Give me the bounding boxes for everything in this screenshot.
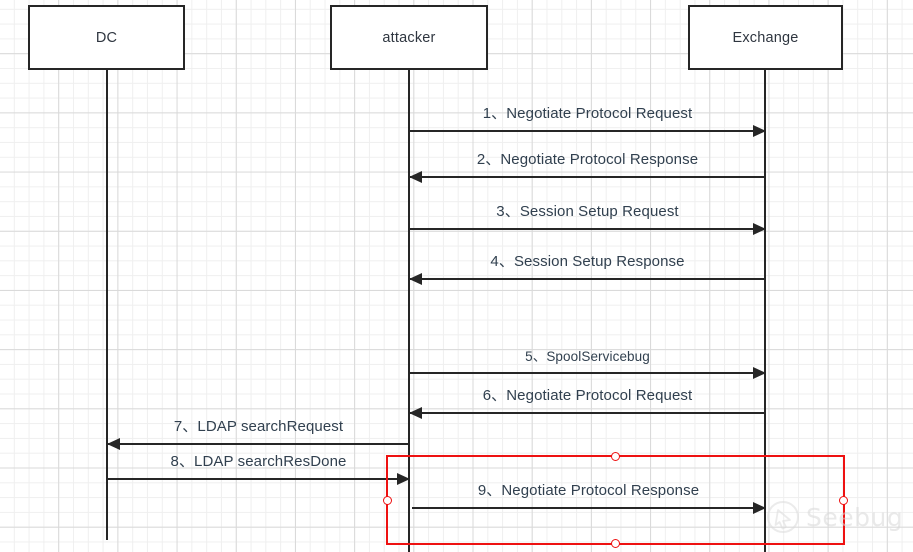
selection-rectangle[interactable]: [383, 452, 848, 548]
message-line: [410, 228, 765, 230]
message-label-8: 8、LDAP searchResDone: [170, 453, 347, 470]
message-label-1: 1、Negotiate Protocol Request: [482, 105, 693, 122]
message-label-2: 2、Negotiate Protocol Response: [476, 151, 699, 168]
lifeline-exchange: [764, 70, 766, 552]
selection-handle-bottom[interactable]: [611, 539, 620, 548]
message-label-4: 4、Session Setup Response: [490, 253, 685, 270]
message-label-7: 7、LDAP searchRequest: [173, 418, 344, 435]
selection-handle-top[interactable]: [611, 452, 620, 461]
lifeline-attacker: [408, 70, 410, 552]
arrowhead-left-icon: [409, 273, 422, 285]
message-line: [108, 443, 409, 445]
message-line: [410, 372, 765, 374]
message-line: [410, 278, 765, 280]
actor-box-attacker[interactable]: attacker: [330, 5, 488, 70]
arrowhead-left-icon: [409, 171, 422, 183]
message-label-9: 9、Negotiate Protocol Response: [477, 482, 700, 499]
message-line: [412, 507, 765, 509]
arrowhead-right-icon: [753, 367, 766, 379]
message-line: [410, 130, 765, 132]
message-label-6: 6、Negotiate Protocol Request: [482, 387, 693, 404]
selection-handle-left[interactable]: [383, 495, 392, 505]
actor-label-exchange: Exchange: [732, 29, 799, 46]
message-label-3: 3、Session Setup Request: [496, 203, 679, 220]
arrowhead-left-icon: [107, 438, 120, 450]
arrowhead-right-icon: [753, 125, 766, 137]
message-label-5: 5、SpoolServicebug: [525, 349, 650, 364]
arrowhead-right-icon: [753, 223, 766, 235]
message-line: [108, 478, 409, 480]
arrowhead-right-icon: [397, 473, 410, 485]
actor-label-dc: DC: [95, 29, 118, 46]
arrowhead-right-icon: [753, 502, 766, 514]
arrowhead-left-icon: [409, 407, 422, 419]
actor-label-attacker: attacker: [382, 29, 436, 46]
message-line: [410, 176, 765, 178]
actor-box-dc[interactable]: DC: [28, 5, 185, 70]
selection-handle-right[interactable]: [839, 495, 848, 505]
actor-box-exchange[interactable]: Exchange: [688, 5, 843, 70]
lifeline-dc: [106, 70, 108, 540]
message-line: [410, 412, 765, 414]
